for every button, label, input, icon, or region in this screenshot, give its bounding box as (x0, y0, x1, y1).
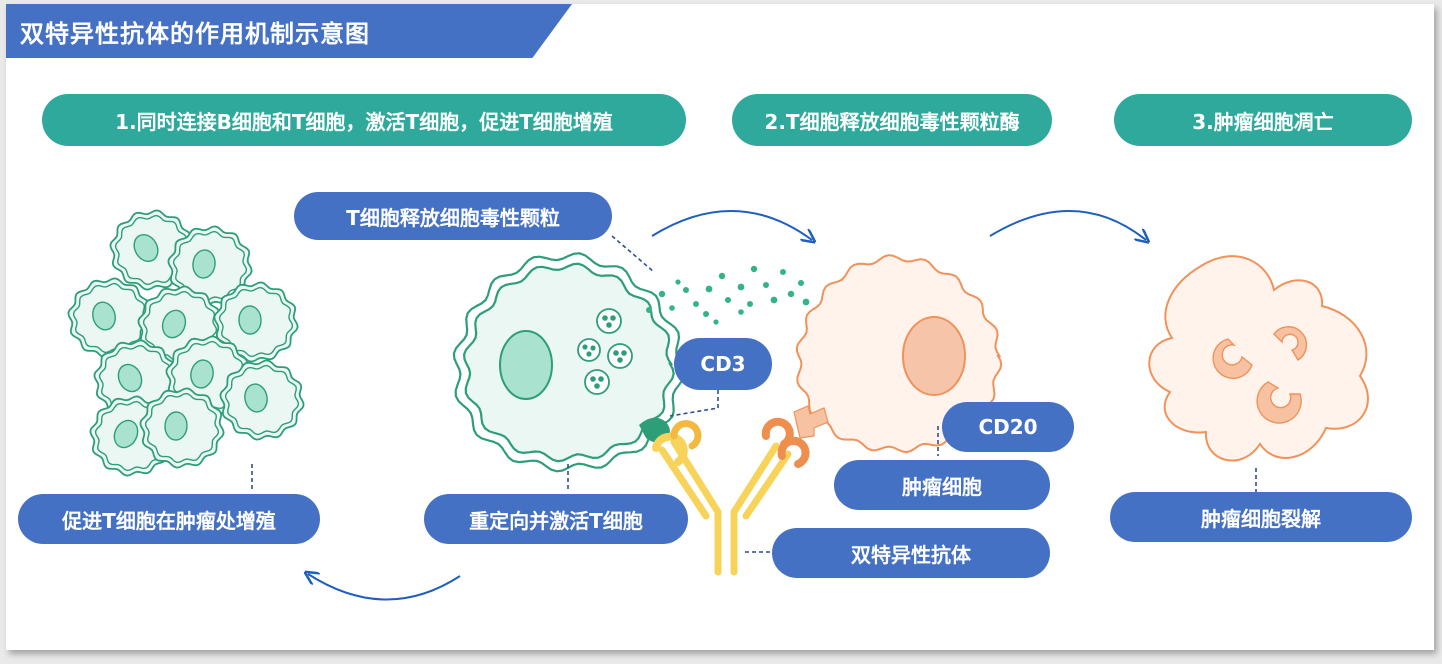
cd3-label: CD3 (674, 338, 772, 390)
proliferating-t-cells-cluster (67, 209, 305, 477)
lysed-tumor-cell (1148, 255, 1369, 462)
redirect-label: 重定向并激活T细胞 (424, 494, 688, 544)
cd20-antigen (793, 405, 829, 439)
granule-vesicles (577, 308, 633, 395)
diagram-canvas: 双特异性抗体的作用机制示意图 (6, 4, 1434, 650)
proliferating-t-cell (139, 387, 225, 469)
bispecific-antibody-label: 双特异性抗体 (772, 528, 1050, 578)
proliferating-t-cell (167, 225, 253, 307)
nucleus-fragment (1212, 338, 1253, 380)
proliferating-t-cell (213, 281, 299, 363)
arrow-to-lysis (989, 210, 1146, 240)
step-3-pill: 3.肿瘤细胞凋亡 (1114, 94, 1412, 146)
step-1-pill: 1.同时连接B细胞和T细胞，激活T细胞，促进T细胞增殖 (42, 94, 686, 146)
proliferating-t-cell (67, 277, 153, 359)
bispecific-antibody (652, 417, 810, 576)
leader-lines (251, 235, 1257, 553)
tumor-nucleus (902, 316, 966, 396)
arrow-to-proliferation (308, 574, 461, 601)
proliferating-t-cell (219, 359, 305, 441)
mechanism-illustration (67, 209, 1369, 601)
nucleus-fragment (1273, 326, 1308, 361)
t-cell-nucleus (499, 330, 553, 400)
granules-label: T细胞释放细胞毒性颗粒 (294, 192, 612, 240)
arrow-to-tumor (651, 210, 812, 240)
cd20-label: CD20 (942, 402, 1074, 452)
lysis-label: 肿瘤细胞裂解 (1110, 492, 1412, 542)
released-granules (646, 265, 810, 325)
t-cell (452, 252, 686, 473)
title-banner (6, 4, 572, 58)
page-title: 双特异性抗体的作用机制示意图 (20, 20, 370, 48)
tumor-cell-label: 肿瘤细胞 (834, 460, 1050, 510)
proliferate-label: 促进T细胞在肿瘤处增殖 (18, 494, 320, 544)
tumor-cell (793, 254, 1003, 454)
step-2-pill: 2.T细胞释放细胞毒性颗粒酶 (732, 94, 1052, 146)
nucleus-fragment (1256, 381, 1302, 424)
